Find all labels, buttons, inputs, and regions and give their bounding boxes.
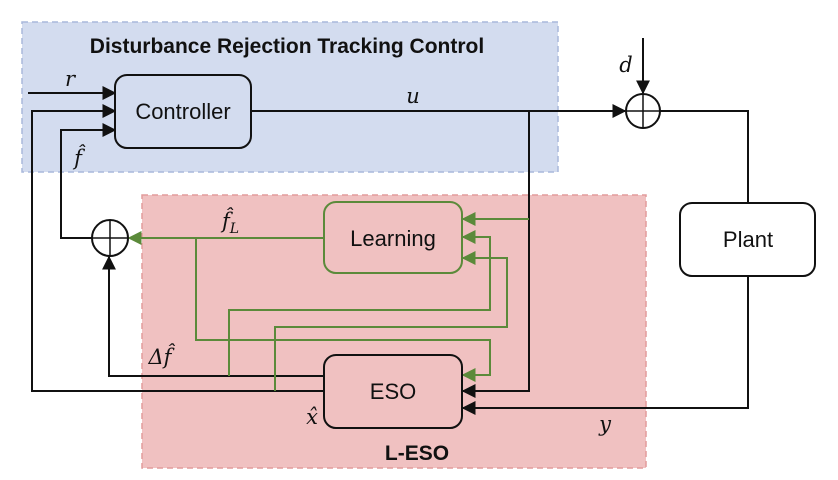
r-label: r xyxy=(65,67,77,91)
leso-title: L-ESO xyxy=(385,442,449,465)
u-to-eso-wire xyxy=(461,111,530,398)
eso-label: ESO xyxy=(370,379,416,404)
fhat-wire xyxy=(60,123,117,239)
fhat-summing-junction xyxy=(91,219,129,257)
xhat-label: x̂ xyxy=(306,405,318,429)
sum-to-plant-wire xyxy=(660,110,749,203)
learning-label: Learning xyxy=(350,226,436,251)
controller-block: Controller xyxy=(114,74,252,149)
delta-fhat-label: Δf̂ xyxy=(148,344,176,369)
delta-fhat-wire xyxy=(102,255,324,377)
u-label: u xyxy=(406,84,420,108)
controller-label: Controller xyxy=(135,99,230,124)
xhat-feedback-wire xyxy=(31,104,324,392)
disturbance-summing-junction xyxy=(625,93,661,129)
tracking-control-title: Disturbance Rejection Tracking Control xyxy=(90,35,484,58)
learning-block: Learning xyxy=(323,201,463,274)
y-label: y xyxy=(598,412,612,436)
plant-block: Plant xyxy=(679,202,816,277)
eso-block: ESO xyxy=(323,354,463,429)
fhat-L-to-eso-wire xyxy=(195,238,491,382)
d-label: d xyxy=(619,53,632,77)
xhat-to-learning-wire xyxy=(274,251,508,391)
y-wire xyxy=(461,276,749,415)
delta-fhat-to-learning-wire xyxy=(228,230,491,376)
plant-label: Plant xyxy=(723,227,773,252)
